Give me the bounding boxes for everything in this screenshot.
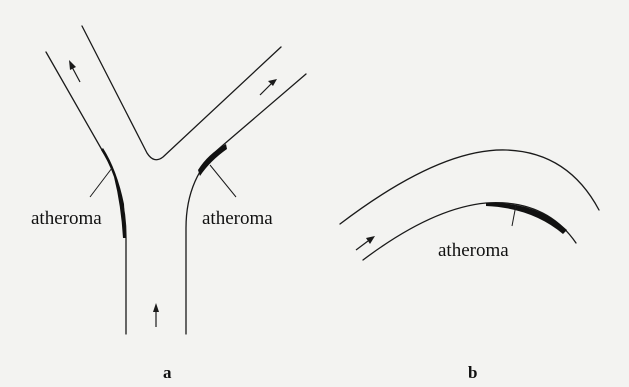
right-branch-outer-wall [186, 74, 306, 334]
flow-arrow-curved [356, 236, 375, 250]
atheroma-plaque-curved [486, 203, 567, 234]
panel-label-a: a [163, 363, 172, 382]
atheroma-label-left: atheroma [31, 208, 102, 229]
panel-label-b: b [468, 363, 477, 382]
left-branch-outer-wall [46, 52, 126, 334]
panel-b-curved-artery: atheroma b [340, 150, 599, 382]
leader-line-left [90, 168, 112, 197]
atheroma-plaque-right [198, 144, 227, 176]
panel-a-bifurcation: atheroma atheroma a [31, 26, 306, 382]
curved-artery-outer-wall [340, 150, 599, 224]
left-branch-inner-wall [82, 26, 281, 160]
leader-line-right [210, 165, 236, 197]
atheroma-label-curved: atheroma [438, 240, 509, 261]
atheroma-label-right: atheroma [202, 208, 273, 229]
atheroma-plaque-left [101, 148, 126, 238]
flow-arrow-left-branch [69, 60, 80, 82]
flow-arrow-right-branch [260, 79, 277, 95]
flow-arrow-trunk [153, 303, 159, 327]
